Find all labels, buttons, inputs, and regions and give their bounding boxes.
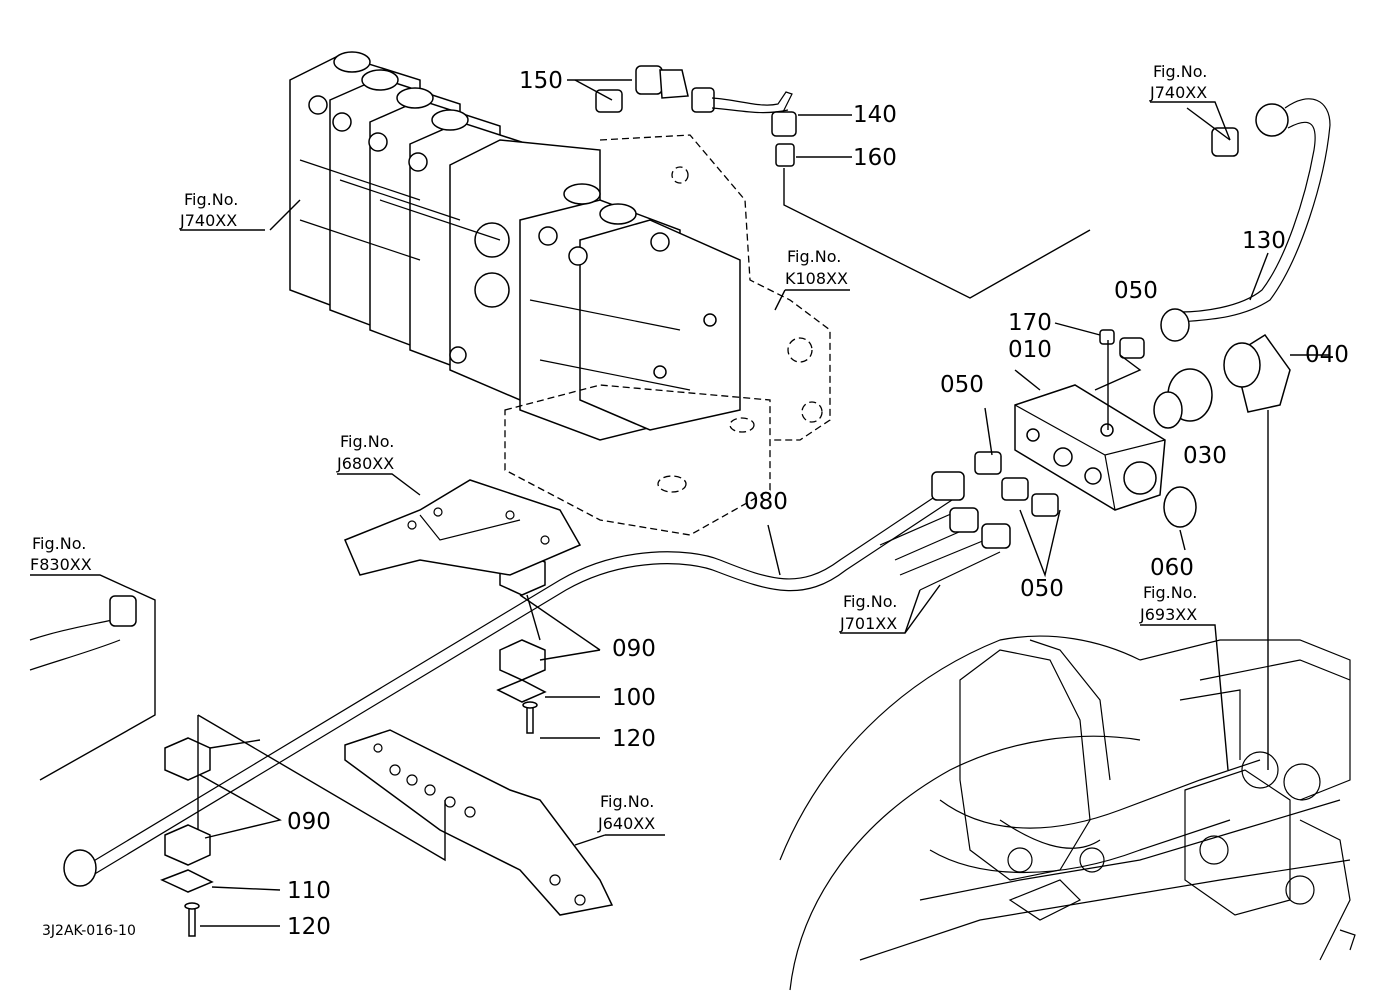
callout-050-left: 050: [940, 372, 984, 398]
fig-ref-label: Fig.No.: [340, 432, 394, 451]
fig-ref-j701: J701XX: [839, 614, 897, 633]
callout-160: 160: [853, 145, 897, 171]
callout-010: 010: [1008, 337, 1052, 363]
fig-ref-j640: J640XX: [597, 814, 655, 833]
callout-labels: 150 140 160 130 170 050 010 040 050 030 …: [287, 68, 1349, 940]
fig-ref-label: Fig.No.: [600, 792, 654, 811]
figure-references: Fig.No. J740XX Fig.No. J740XX Fig.No. K1…: [30, 62, 1207, 833]
callout-050-bottom: 050: [1020, 576, 1064, 602]
fig-ref-label: Fig.No.: [843, 592, 897, 611]
callout-170: 170: [1008, 310, 1052, 336]
callout-050-top: 050: [1114, 278, 1158, 304]
pipe-130: [1160, 98, 1331, 342]
clamp-set-upper: [496, 551, 547, 734]
fig-ref-label: Fig.No.: [787, 247, 841, 266]
fig-ref-label: Fig.No.: [1143, 583, 1197, 602]
fig-ref-j740-right: J740XX: [1149, 83, 1207, 102]
leader-lines: [30, 79, 1330, 927]
tractor-body: [779, 635, 1356, 991]
fig-ref-label: Fig.No.: [32, 534, 86, 553]
diagram-code: 3J2AK-016-10: [42, 923, 136, 939]
callout-090-upper: 090: [612, 636, 656, 662]
clamp-set-lower: [160, 737, 214, 937]
callout-090-lower: 090: [287, 809, 331, 835]
hydraulic-block-010: [974, 329, 1291, 528]
callout-110: 110: [287, 878, 331, 904]
callout-150: 150: [519, 68, 563, 94]
callout-030: 030: [1183, 443, 1227, 469]
bracket-j680: [344, 479, 582, 576]
fig-ref-j740-left: J740XX: [179, 211, 237, 230]
callout-040: 040: [1305, 342, 1349, 368]
hose-f830: [29, 595, 137, 671]
fig-ref-label: Fig.No.: [1153, 62, 1207, 81]
callout-130: 130: [1242, 228, 1286, 254]
callout-120-lower: 120: [287, 914, 331, 940]
fig-ref-j680: J680XX: [336, 454, 394, 473]
callout-060: 060: [1150, 555, 1194, 581]
fig-ref-label: Fig.No.: [184, 190, 238, 209]
bracket-j640: [344, 729, 614, 916]
callout-120-upper: 120: [612, 726, 656, 752]
fig-ref-f830: F830XX: [30, 555, 92, 574]
callout-100: 100: [612, 685, 656, 711]
pipe-140-assembly: [595, 65, 797, 167]
control-valve-assembly: [289, 51, 831, 536]
pipe-080: [63, 471, 1011, 887]
callout-140: 140: [853, 102, 897, 128]
callout-080: 080: [744, 489, 788, 515]
fig-ref-k108: K108XX: [785, 269, 848, 288]
fig-ref-j693: J693XX: [1139, 605, 1197, 624]
